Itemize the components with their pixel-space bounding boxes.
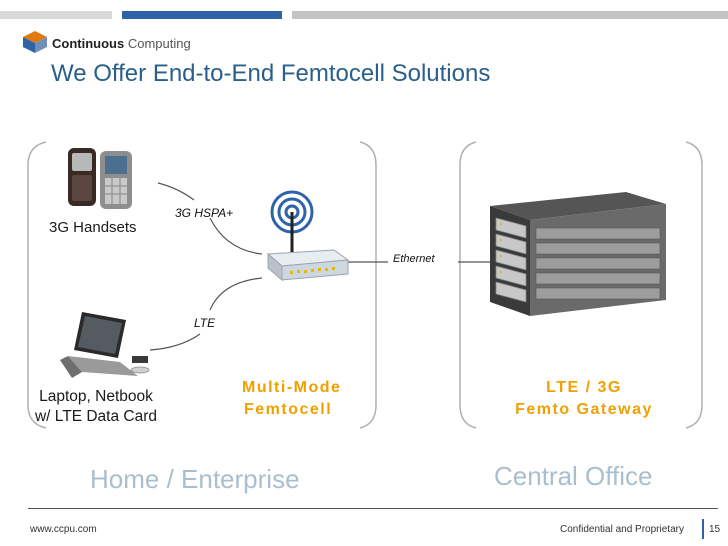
logo-light-text: Computing xyxy=(127,36,191,51)
footer-separator xyxy=(702,519,704,539)
laptop-label-line2: w/ LTE Data Card xyxy=(34,408,158,425)
top-bar-middle xyxy=(122,11,282,19)
top-bar-left xyxy=(0,11,112,19)
femtocell-label-line1: Multi-Mode xyxy=(242,379,342,396)
home-enterprise-label: Home / Enterprise xyxy=(90,464,300,494)
femtocell-label-line2: Femtocell xyxy=(244,401,333,418)
laptop-label-line1: Laptop, Netbook xyxy=(39,388,153,405)
gateway-label-line1: LTE / 3G xyxy=(546,379,622,396)
logo-bold-text: Continuous xyxy=(52,36,125,51)
company-logo-text: Continuous Computing xyxy=(52,36,191,51)
page-title: We Offer End-to-End Femtocell Solutions xyxy=(51,60,491,87)
mobile-phone-icon xyxy=(68,148,132,209)
laptop-label: Laptop, Netbook w/ LTE Data Card xyxy=(32,387,160,427)
gateway-server-icon xyxy=(490,192,666,316)
footer-confidential: Confidential and Proprietary xyxy=(560,524,684,535)
femtocell-label: Multi-Mode Femtocell xyxy=(228,377,368,421)
gateway-label-line2: Femto Gateway xyxy=(515,401,653,418)
lte-link-label: LTE xyxy=(194,316,216,330)
logo-cube-icon xyxy=(23,31,47,53)
central-office-label: Central Office xyxy=(494,461,653,491)
footer-url: www.ccpu.com xyxy=(30,524,97,535)
gateway-label: LTE / 3G Femto Gateway xyxy=(486,377,682,421)
footer-divider xyxy=(28,508,718,509)
laptop-icon xyxy=(60,312,150,378)
page-number: 15 xyxy=(709,524,721,535)
wireless-router-icon xyxy=(266,190,350,282)
ethernet-link-label: Ethernet xyxy=(393,253,435,265)
hspa-link-label: 3G HSPA+ xyxy=(175,206,234,220)
handsets-label: 3G Handsets xyxy=(49,219,137,236)
top-bar-right xyxy=(292,11,728,19)
